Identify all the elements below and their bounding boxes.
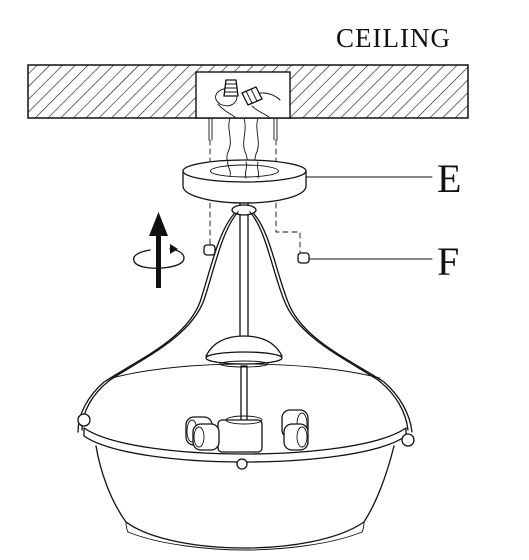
bulb-icon: [283, 423, 309, 451]
support-arms: [77, 211, 413, 433]
ceiling-label: CEILING: [336, 23, 451, 53]
decorative-knob: [203, 244, 216, 256]
dome-cap: [205, 335, 283, 368]
decorative-knob: [297, 252, 310, 264]
mounting-screws: [208, 117, 278, 141]
canopy: [182, 159, 307, 204]
knob-guide: [275, 202, 301, 253]
wire-connector-icon: [241, 86, 263, 106]
wire-connector-icon: [223, 79, 239, 97]
glass-bowl: [95, 363, 395, 551]
label-f: F: [437, 239, 459, 284]
alignment-guides: [209, 139, 277, 247]
up-arrow-icon: [149, 212, 168, 288]
center-stem: [231, 202, 257, 429]
rotate-icon: [132, 244, 185, 269]
junction-box-wiring: [215, 79, 281, 119]
rim-ring: [77, 413, 415, 470]
light-sockets: [185, 409, 309, 453]
ceiling-slab: [27, 64, 469, 119]
label-e: E: [437, 156, 461, 201]
bulb-icon: [192, 423, 220, 451]
